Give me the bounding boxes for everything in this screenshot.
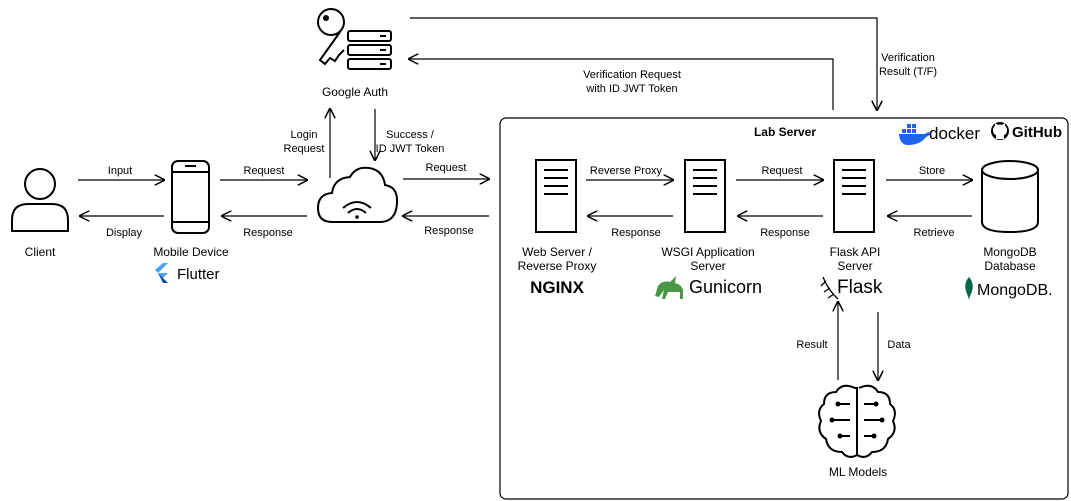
login-request-label-2: Request [284, 143, 325, 155]
flask-logo: Flask [820, 276, 883, 300]
server-response-label: Response [424, 225, 474, 237]
web-server-label-2: Reverse Proxy [518, 259, 597, 273]
retrieve-label: Retrieve [914, 227, 955, 239]
mobile-response-label: Response [243, 227, 293, 239]
verification-request-label-1: Verification Request [583, 69, 681, 81]
reverse-proxy-label: Reverse Proxy [590, 165, 663, 177]
mobile-phone-icon [171, 160, 210, 234]
display-label: Display [106, 227, 143, 239]
flask-label-2: Server [837, 259, 872, 273]
verification-result-label-2: Result (T/F) [879, 66, 937, 78]
wsgi-server-icon [684, 159, 726, 233]
gunicorn-text: Gunicorn [689, 277, 762, 297]
web-server-icon [535, 159, 577, 233]
mongodb-leaf-icon [965, 277, 973, 300]
flask-text: Flask [837, 277, 883, 298]
flask-response-label: Response [760, 227, 810, 239]
data-label: Data [887, 339, 911, 351]
github-logo: GitHub [991, 122, 1062, 141]
success-token-label-2: ID JWT Token [376, 143, 445, 155]
lab-server-title: Lab Server [754, 125, 816, 139]
client-person-icon [11, 168, 69, 232]
store-label: Store [919, 165, 945, 177]
mongodb-label-2: Database [984, 259, 1036, 273]
flask-label-1: Flask API [830, 245, 881, 259]
key-server-icon [317, 8, 392, 70]
flask-horn-icon [820, 276, 839, 300]
mobile-request-label: Request [244, 165, 285, 177]
web-server-label-1: Web Server / [522, 245, 592, 259]
google-auth-label: Google Auth [322, 85, 388, 99]
client-label: Client [25, 245, 56, 259]
docker-text: docker [929, 124, 980, 143]
success-token-label-1: Success / [386, 129, 435, 141]
verification-result-label-1: Verification [881, 52, 935, 64]
nginx-logo: NGINX [530, 278, 585, 297]
github-text: GitHub [1012, 124, 1062, 141]
wsgi-label-1: WSGI Application [661, 245, 754, 259]
database-cylinder-icon [981, 160, 1039, 234]
server-request-label: Request [426, 162, 467, 174]
verification-request-label-2: with ID JWT Token [585, 83, 677, 95]
mongodb-label-1: MongoDB [983, 245, 1036, 259]
gunicorn-unicorn-icon [655, 276, 683, 299]
flask-server-icon [833, 159, 875, 233]
flutter-icon [155, 263, 168, 283]
result-label: Result [796, 339, 827, 351]
ml-brain-icon [818, 384, 896, 458]
mongodb-logo: MongoDB. [965, 277, 1053, 300]
lab-server-box [499, 117, 1069, 500]
verification-result-arrow [410, 17, 877, 110]
input-label: Input [108, 165, 132, 177]
mongodb-text: MongoDB. [977, 282, 1053, 299]
gunicorn-logo: Gunicorn [655, 276, 762, 299]
verification-request-arrow [409, 59, 834, 110]
login-request-label-1: Login [291, 129, 318, 141]
docker-whale-icon [899, 124, 931, 145]
flutter-logo: Flutter [155, 263, 220, 283]
wsgi-response-label: Response [611, 227, 661, 239]
flutter-text: Flutter [177, 266, 220, 283]
cloud-icon [316, 166, 399, 223]
flask-request-label: Request [762, 165, 803, 177]
docker-logo: docker [899, 124, 980, 145]
mobile-device-label: Mobile Device [153, 245, 229, 259]
ml-models-label: ML Models [829, 465, 887, 479]
wsgi-label-2: Server [690, 259, 725, 273]
